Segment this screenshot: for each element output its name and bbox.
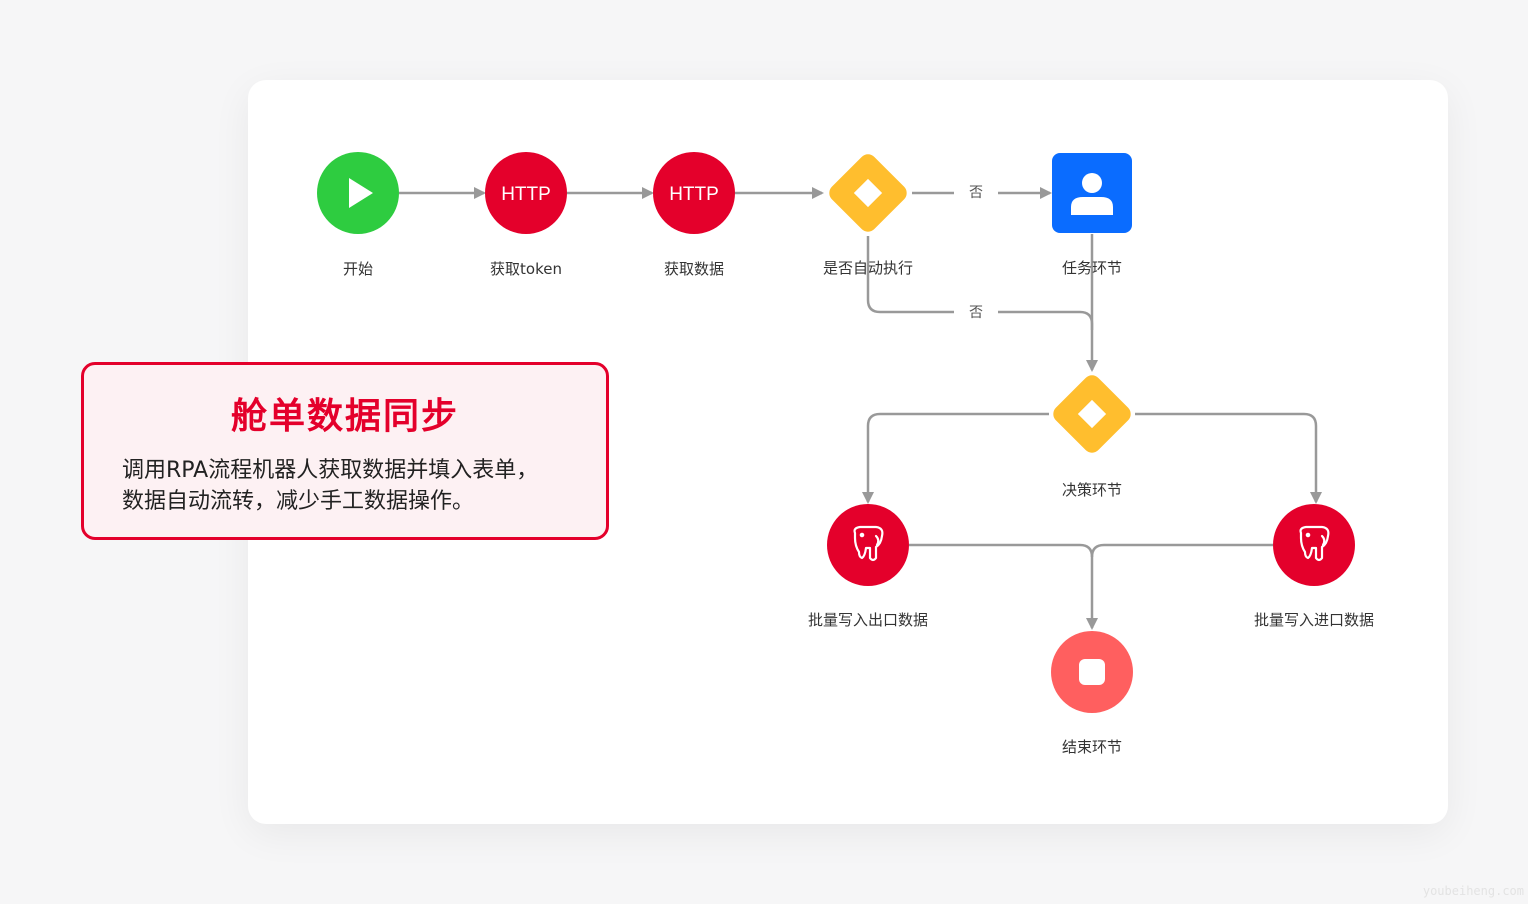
node-get-token[interactable]: HTTP [485, 152, 567, 234]
edge-decide-to-write-import [1135, 412, 1322, 504]
node-label-write-import: 批量写入进口数据 [1253, 611, 1374, 629]
node-label-get-token: 获取token [490, 260, 562, 278]
node-write-import[interactable] [1273, 504, 1355, 586]
node-task[interactable] [1052, 153, 1132, 233]
edge-write-import-to-end [1090, 543, 1273, 558]
diamond-icon [853, 178, 883, 208]
info-desc-line-2: 数据自动流转，减少手工数据操作。 [122, 489, 475, 514]
stop-icon [1079, 659, 1105, 685]
info-description: 调用RPA流程机器人获取数据并填入表单， 数据自动流转，减少手工数据操作。 [122, 455, 576, 517]
node-label-start: 开始 [342, 260, 373, 278]
diamond-icon [1077, 399, 1107, 429]
watermark: youbeiheng.com [1422, 884, 1524, 898]
edge-label-no-1: 否 [969, 185, 983, 201]
http-icon-text: HTTP [669, 184, 719, 205]
node-get-data[interactable]: HTTP [653, 152, 735, 234]
edge-auto-exec-to-decide-b [998, 310, 1098, 372]
node-start[interactable] [317, 152, 399, 234]
info-box: 舱单数据同步 调用RPA流程机器人获取数据并填入表单， 数据自动流转，减少手工数… [81, 362, 609, 540]
http-icon-text: HTTP [501, 184, 551, 205]
node-label-write-export: 批量写入出口数据 [807, 611, 928, 629]
postgresql-elephant-icon [853, 525, 884, 562]
postgresql-elephant-icon [1299, 525, 1330, 562]
node-label-task: 任务环节 [1061, 259, 1122, 277]
info-title: 舱单数据同步 [230, 396, 459, 437]
node-label-decide: 决策环节 [1061, 481, 1122, 499]
node-end[interactable] [1051, 631, 1133, 713]
node-label-auto-exec: 是否自动执行 [822, 259, 913, 277]
edge-auto-exec-to-decide-a [866, 236, 954, 314]
node-write-export[interactable] [827, 504, 909, 586]
node-label-get-data: 获取数据 [663, 260, 724, 278]
node-label-end: 结束环节 [1061, 738, 1122, 756]
info-desc-line-1: 调用RPA流程机器人获取数据并填入表单， [122, 458, 539, 483]
edge-decide-to-write-export [862, 412, 1049, 504]
edges [399, 187, 1322, 630]
user-icon [1071, 173, 1113, 215]
play-icon [349, 178, 373, 208]
edge-label-no-2: 否 [969, 305, 983, 321]
node-decide[interactable] [1050, 372, 1135, 457]
node-auto-exec[interactable] [826, 151, 911, 236]
